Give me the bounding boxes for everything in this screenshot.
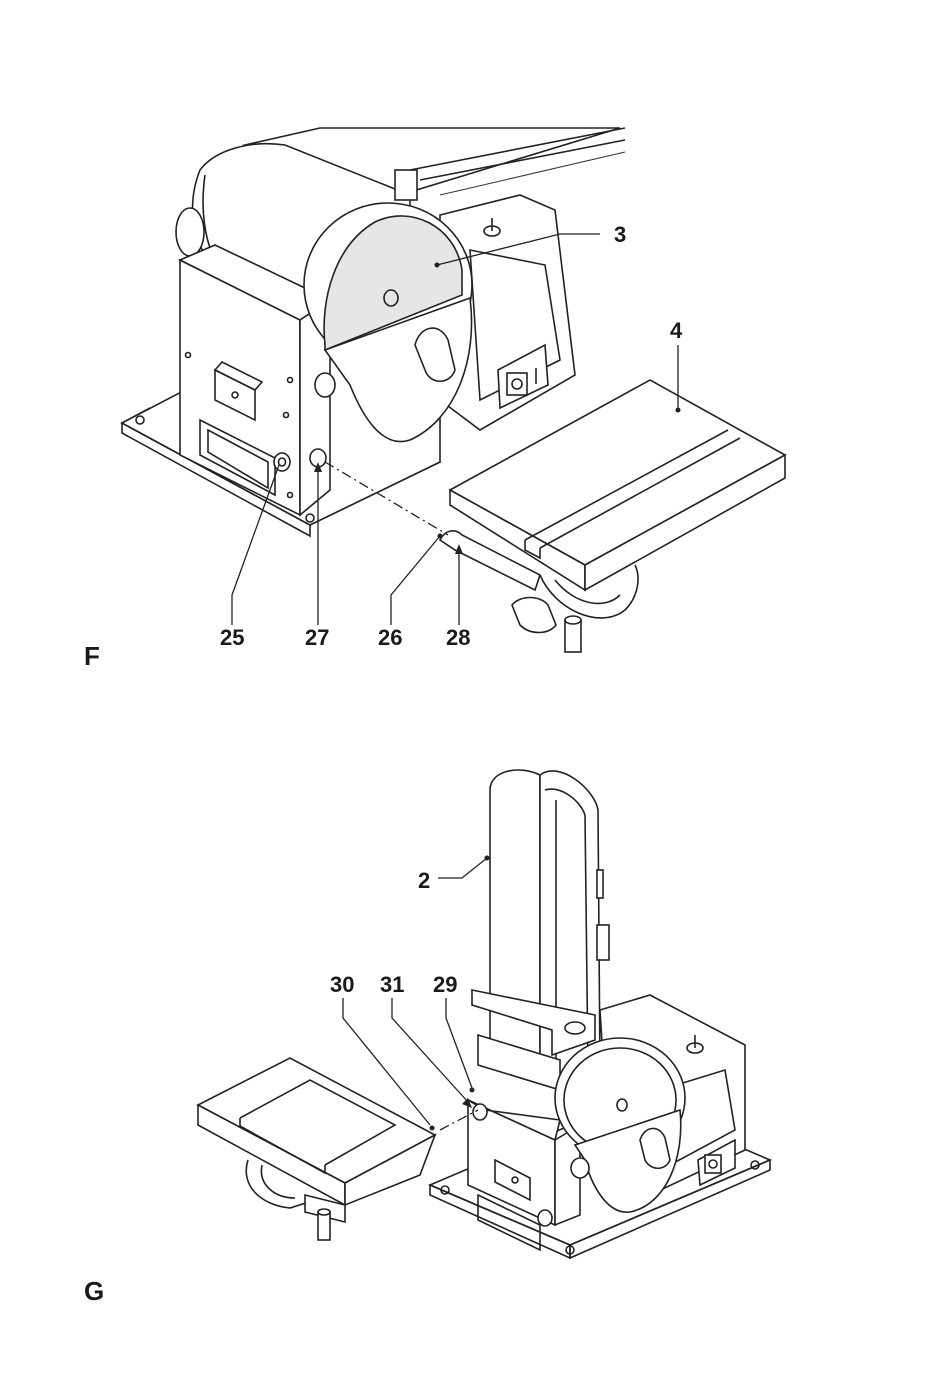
figure-label-g: G [84, 1276, 104, 1306]
callout-4: 4 [670, 318, 683, 343]
figure-label-f: F [84, 641, 100, 671]
callout-29: 29 [433, 972, 457, 997]
callout-25: 25 [220, 625, 244, 650]
callout-3: 3 [614, 222, 626, 247]
figure-f-drawing [122, 128, 785, 652]
callout-2: 2 [418, 868, 430, 893]
callout-28: 28 [446, 625, 470, 650]
figure-g-drawing [198, 770, 770, 1258]
callout-26: 26 [378, 625, 402, 650]
figure-g-leaders [343, 856, 490, 1126]
callout-30: 30 [330, 972, 354, 997]
callout-31: 31 [380, 972, 404, 997]
sanding-belt [490, 770, 540, 1075]
callout-27: 27 [305, 625, 329, 650]
